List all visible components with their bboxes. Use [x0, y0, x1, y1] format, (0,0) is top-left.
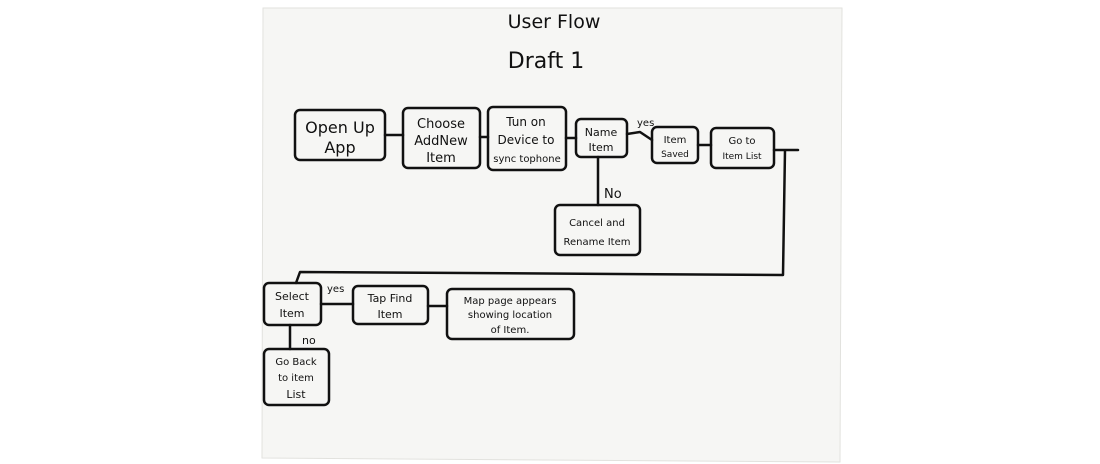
node-label-saved-2: Saved — [661, 150, 689, 160]
diagram-subtitle: Draft 1 — [508, 49, 584, 74]
node-label-select-2: Item — [279, 307, 304, 320]
node-label-choose-3: Item — [426, 151, 456, 166]
node-label-choose-1: Choose — [417, 117, 465, 132]
node-label-list-1: Go to — [728, 136, 755, 147]
node-label-goback-2: to item — [278, 373, 314, 384]
node-label-list-2: Item List — [722, 152, 762, 162]
edge-label-select-no: no — [302, 334, 316, 347]
diagram-title: User Flow — [508, 11, 601, 33]
node-box-go-to-item-list — [709, 126, 776, 170]
edge-label-select-yes: yes — [327, 284, 344, 295]
edge-label-name-no: No — [604, 187, 622, 202]
edge-label-name-yes: yes — [637, 118, 654, 129]
node-label-name-2: Item — [588, 141, 613, 154]
paper-sheet — [261, 7, 843, 463]
node-label-map-1: Map page appears — [464, 296, 557, 307]
node-label-turnon-1: Tun on — [505, 115, 545, 129]
node-label-goback-1: Go Back — [275, 357, 317, 368]
node-label-map-2: showing location — [468, 310, 552, 321]
node-label-goback-3: List — [286, 388, 306, 401]
node-label-cancel-1: Cancel and — [569, 218, 625, 229]
node-label-open-app-2: App — [324, 138, 355, 157]
node-label-open-app-1: Open Up — [305, 118, 375, 137]
edge-list-to-select — [294, 148, 800, 285]
node-box-go-back — [262, 347, 331, 407]
node-label-tap-1: Tap Find — [367, 292, 413, 305]
node-label-select-1: Select — [275, 290, 310, 303]
node-label-saved-1: Item — [664, 135, 687, 146]
node-label-turnon-3: sync tophone — [493, 154, 560, 165]
node-label-name-1: Name — [585, 126, 618, 139]
node-label-map-3: of Item. — [491, 325, 530, 336]
node-box-map-page — [445, 287, 576, 341]
edge-name-to-saved — [625, 130, 654, 142]
node-label-choose-2: AddNew — [414, 134, 468, 149]
node-label-turnon-2: Device to — [498, 133, 555, 147]
node-label-cancel-2: Rename Item — [564, 237, 631, 248]
node-label-tap-2: Item — [377, 308, 402, 321]
